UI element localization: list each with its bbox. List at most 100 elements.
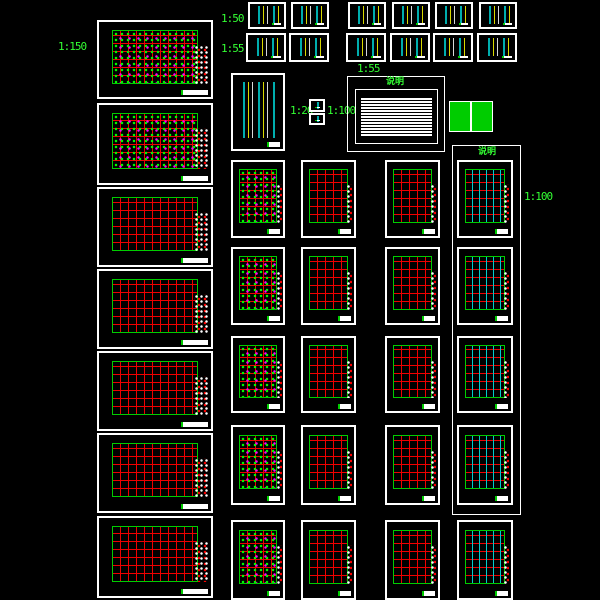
drawing-sheet[interactable] — [301, 425, 356, 505]
drawing-sheet[interactable] — [231, 520, 285, 600]
title-block — [458, 56, 468, 58]
title-block — [337, 228, 351, 234]
title-block — [494, 403, 508, 409]
drawing-content — [112, 29, 198, 84]
drawing-side-details — [275, 544, 282, 585]
drawing-sheet[interactable] — [385, 520, 440, 600]
right-group-frame — [452, 145, 521, 515]
drawing-sheet[interactable] — [457, 336, 513, 413]
drawing-sheet[interactable] — [289, 33, 329, 62]
scale-label-details: 1:20 — [290, 104, 313, 117]
drawing-content — [112, 525, 198, 582]
drawing-sheet[interactable] — [457, 247, 513, 325]
title-block — [271, 56, 281, 58]
drawing-content — [112, 442, 198, 498]
title-block — [181, 89, 208, 95]
drawing-side-details — [346, 184, 353, 223]
title-block — [421, 403, 435, 409]
drawing-sheet[interactable] — [433, 33, 473, 62]
drawing-sheet[interactable] — [385, 160, 440, 238]
scale-label-right-group: 1:100 — [524, 190, 553, 203]
title-block — [337, 403, 351, 409]
title-block — [421, 228, 435, 234]
drawing-side-details — [194, 44, 208, 84]
drawing-sheet[interactable] — [97, 187, 213, 267]
drawing-side-details — [430, 271, 437, 310]
drawing-sheet[interactable] — [246, 33, 286, 62]
drawing-side-details — [275, 271, 282, 310]
title-block — [415, 23, 425, 25]
drawing-side-details — [194, 541, 208, 582]
drawing-content — [393, 256, 432, 310]
title-block — [421, 590, 435, 596]
title-block — [502, 56, 512, 58]
drawing-sheet[interactable] — [97, 516, 213, 598]
drawing-side-details — [275, 184, 282, 223]
drawing-content — [465, 529, 505, 585]
drawing-sheet[interactable] — [291, 2, 329, 29]
drawing-sheet[interactable] — [231, 160, 285, 238]
title-block — [267, 590, 280, 596]
drawing-content — [465, 256, 505, 310]
drawing-sheet[interactable] — [385, 425, 440, 505]
drawing-content — [309, 345, 348, 398]
drawing-sheet[interactable] — [457, 425, 513, 505]
scale-label-left: 1:150 — [58, 40, 87, 53]
drawing-sheet[interactable] — [97, 103, 213, 185]
drawing-sheet[interactable] — [457, 160, 513, 238]
drawing-sheet[interactable] — [348, 2, 386, 29]
drawing-sheet[interactable] — [97, 433, 213, 513]
drawing-side-details — [346, 449, 353, 490]
drawing-content — [239, 345, 277, 398]
drawing-sheet[interactable] — [97, 269, 213, 349]
drawing-sheet[interactable] — [231, 425, 285, 505]
drawing-sheet[interactable] — [392, 2, 430, 29]
drawing-side-details — [430, 184, 437, 223]
drawing-sheet[interactable] — [97, 351, 213, 431]
drawing-sheet[interactable] — [346, 33, 386, 62]
drawing-sheet[interactable] — [385, 247, 440, 325]
drawing-content — [393, 345, 432, 398]
drawing-sheet[interactable] — [231, 73, 285, 151]
drawing-sheet[interactable] — [385, 336, 440, 413]
drawing-sheet[interactable] — [479, 2, 517, 29]
drawing-sheet[interactable] — [477, 33, 517, 62]
title-block — [181, 588, 208, 594]
title-block — [371, 23, 381, 25]
title-block — [421, 315, 435, 321]
title-block — [337, 590, 351, 596]
title-block — [181, 175, 208, 181]
drawing-sheet[interactable] — [457, 520, 513, 600]
drawing-side-details — [430, 449, 437, 490]
scale-label-top-1: 1:50 — [221, 12, 244, 25]
drawing-sheet[interactable] — [301, 336, 356, 413]
title-block — [502, 23, 512, 25]
drawing-sheet[interactable] — [309, 113, 325, 125]
drawing-content — [465, 345, 505, 398]
drawing-content — [251, 37, 281, 57]
drawing-content — [484, 6, 512, 24]
drawing-sheet[interactable] — [301, 247, 356, 325]
drawing-sheet[interactable] — [231, 247, 285, 325]
drawing-content — [440, 6, 468, 24]
drawing-side-details — [503, 544, 510, 585]
drawing-sheet[interactable] — [231, 336, 285, 413]
drawing-sheet[interactable] — [97, 20, 213, 99]
notes-sheet[interactable] — [355, 89, 438, 144]
drawing-content — [112, 278, 198, 334]
title-block — [494, 315, 508, 321]
legend-sheet[interactable] — [449, 101, 471, 132]
drawing-sheet[interactable] — [309, 99, 325, 112]
title-block — [494, 590, 508, 596]
drawing-sheet[interactable] — [301, 520, 356, 600]
title-block — [371, 56, 381, 58]
legend-sheet[interactable] — [471, 101, 493, 132]
drawing-sheet[interactable] — [301, 160, 356, 238]
drawing-sheet[interactable] — [435, 2, 473, 29]
drawing-sheet[interactable] — [390, 33, 430, 62]
drawing-side-details — [194, 293, 208, 334]
title-block — [181, 257, 208, 263]
drawing-sheet[interactable] — [248, 2, 286, 29]
notes-frame — [347, 76, 445, 152]
